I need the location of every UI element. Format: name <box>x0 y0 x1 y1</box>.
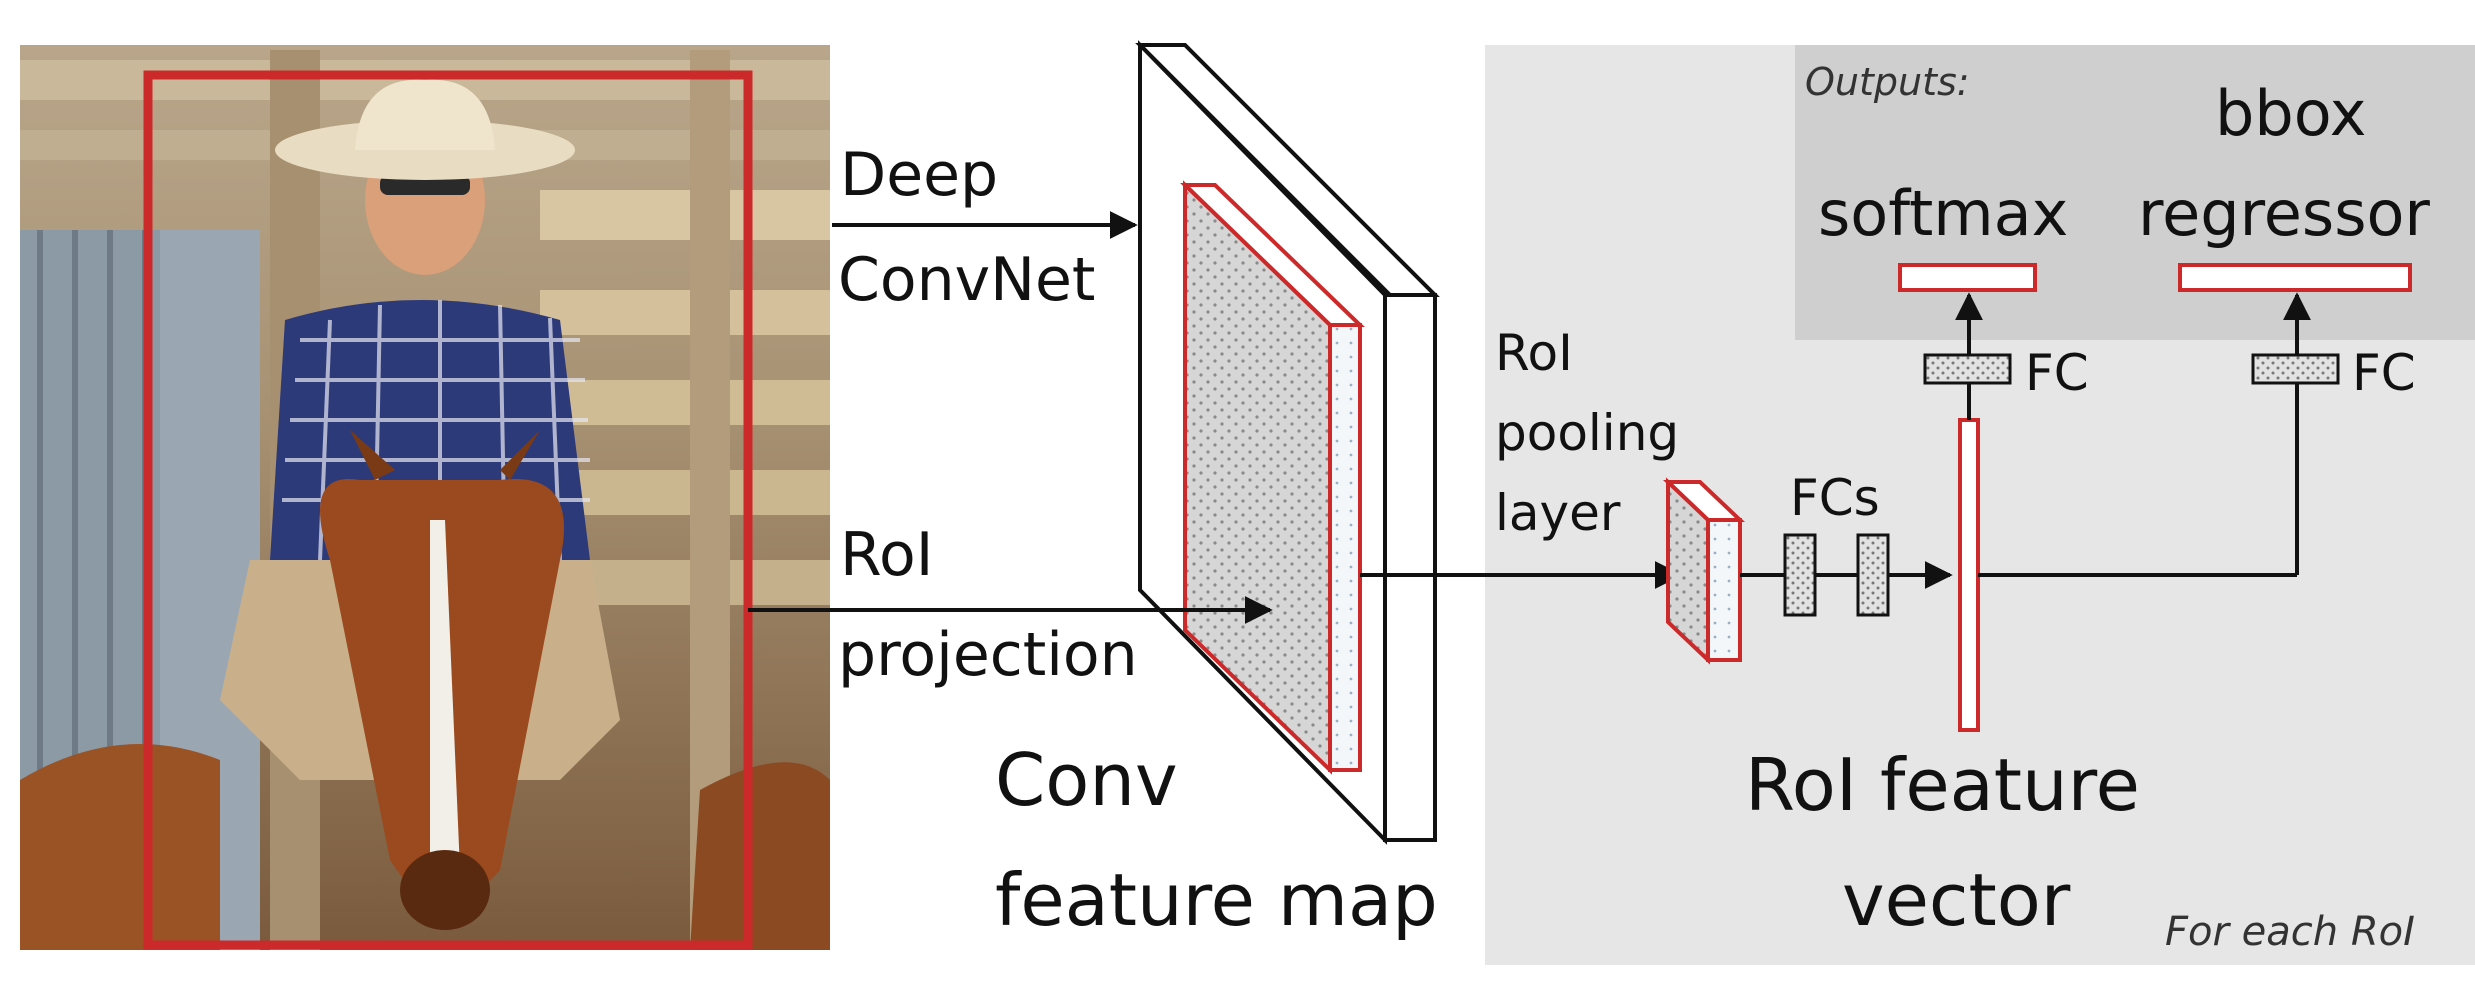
conv-feature-map-block <box>1135 40 1440 845</box>
label-convnet: ConvNet <box>838 245 1095 315</box>
label-regressor: regressor <box>2138 177 2430 250</box>
label-fc-right: FC <box>2352 344 2416 402</box>
fc-layer-1 <box>1783 533 1817 617</box>
roi-pooling-block <box>1662 477 1746 665</box>
roi-feature-vector <box>1958 418 1980 732</box>
fc-layer-2 <box>1856 533 1890 617</box>
label-bbox: bbox <box>2215 77 2366 150</box>
label-fc-left: FC <box>2025 344 2089 402</box>
horse <box>320 430 564 930</box>
label-for-each-roi: For each RoI <box>2165 909 2415 955</box>
fc-bbox <box>2251 353 2340 385</box>
label-roi: RoI <box>840 520 933 590</box>
label-pooling: pooling <box>1495 404 1679 462</box>
label-roi-feature: RoI feature <box>1745 743 2140 827</box>
label-vector: vector <box>1842 858 2071 942</box>
label-softmax: softmax <box>1818 177 2068 250</box>
label-pool-roi: RoI <box>1495 324 1573 382</box>
label-fcs: FCs <box>1790 469 1880 527</box>
label-layer: layer <box>1495 484 1621 542</box>
object-proposal-box <box>143 70 753 950</box>
label-conv: Conv <box>995 738 1178 822</box>
fc-softmax <box>1923 353 2012 385</box>
bbox-output <box>2178 263 2412 292</box>
softmax-output <box>1898 263 2037 292</box>
input-image <box>20 45 830 950</box>
label-projection: projection <box>838 620 1138 690</box>
label-deep: Deep <box>840 140 998 210</box>
label-outputs: Outputs: <box>1805 60 1970 104</box>
label-feature-map: feature map <box>995 858 1438 942</box>
